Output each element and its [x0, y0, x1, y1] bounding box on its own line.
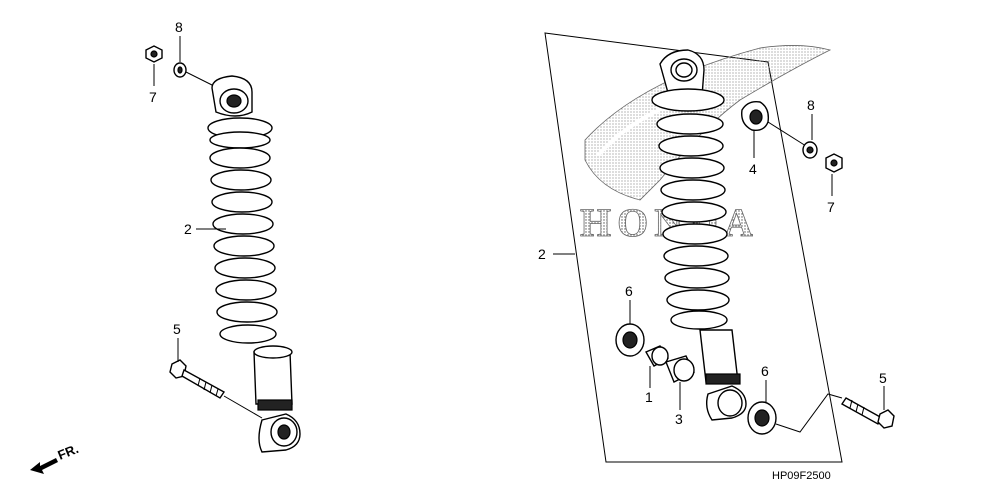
callout-6-lower: 6	[761, 363, 769, 379]
callout-2-left: 2	[184, 221, 192, 237]
bearing-6-lower	[747, 401, 777, 435]
front-direction-arrow: FR.	[30, 441, 81, 474]
callout-7-right: 7	[827, 199, 835, 215]
callout-5-left: 5	[173, 321, 181, 337]
spacer-3	[665, 355, 695, 383]
top-eye-left	[211, 75, 253, 117]
bolt-5-left	[169, 359, 226, 399]
callout-2-right: 2	[538, 246, 546, 262]
callout-8-right: 8	[807, 97, 815, 113]
nut-7-right	[825, 153, 843, 173]
left-shock-assembly	[145, 45, 301, 453]
bolt-5-right	[840, 397, 895, 429]
part-number-label: HP09F2500	[772, 470, 831, 482]
damper-body-left	[253, 345, 293, 411]
callout-7-left: 7	[149, 89, 157, 105]
nut-7-left	[145, 45, 163, 63]
callout-5-right: 5	[879, 370, 887, 386]
bottom-eye-left	[258, 413, 301, 453]
spring-left	[209, 147, 278, 344]
damper-body-right	[699, 329, 741, 385]
collar-1	[645, 345, 669, 367]
washer-8-right	[802, 141, 818, 159]
spring-right	[651, 88, 730, 330]
washer-8-left	[173, 62, 187, 78]
callout-3: 3	[675, 411, 683, 427]
bottom-eye-right	[705, 385, 747, 421]
callout-4-right: 4	[749, 161, 757, 177]
callout-8-left: 8	[175, 19, 183, 35]
fr-label: FR.	[56, 441, 81, 463]
bearing-6-upper	[615, 323, 645, 357]
right-shock-assembly	[615, 49, 895, 435]
bushing-4	[741, 100, 770, 132]
callout-6-upper: 6	[625, 283, 633, 299]
callout-1: 1	[645, 389, 653, 405]
